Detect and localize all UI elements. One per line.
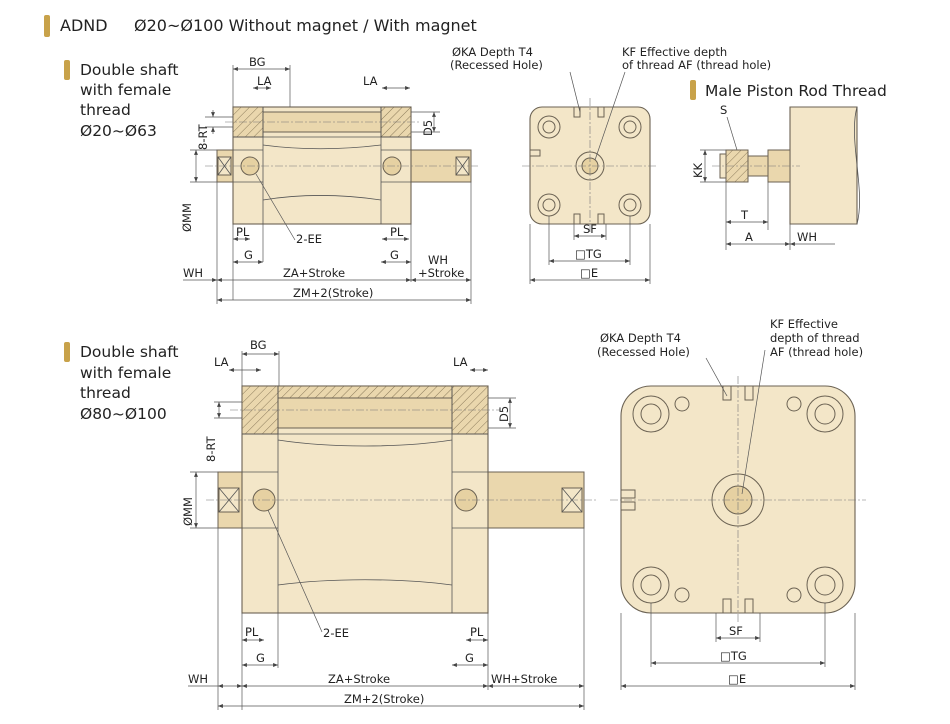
side-view-small [205, 106, 478, 225]
side-view-small-dims: BG LA LA D5 8-RT ØMM PL G PL G 2-EE [180, 55, 472, 304]
dim-g-right-large: G [465, 651, 474, 665]
end-view-large [610, 376, 866, 624]
header-marker-icon [44, 15, 50, 37]
male-thread-body [789, 106, 858, 225]
dim-sf-small: SF [583, 222, 597, 236]
dim-e-large: □E [728, 672, 746, 686]
dim-t: T [740, 208, 749, 222]
male-thread-marker-icon [690, 80, 696, 100]
dim-za-large: ZA+Stroke [328, 672, 390, 686]
kf-label-1: KF Effective depth [622, 45, 727, 59]
section1-line2: with female [80, 81, 171, 99]
dim-pl-left-large: PL [245, 625, 259, 639]
dim-zm-small: ZM+2(Stroke) [293, 286, 373, 300]
dim-la-right-large: LA [453, 355, 468, 369]
dim-wh-stroke-small: +Stroke [418, 266, 464, 280]
ka-label-1: ØKA Depth T4 [452, 45, 533, 59]
dim-s: S [720, 103, 727, 117]
ka-label-large-2: (Recessed Hole) [597, 345, 690, 359]
kf-label-large-2: depth of thread [770, 331, 860, 345]
dim-tg-small: □TG [575, 247, 602, 261]
end-view-small [522, 98, 658, 232]
dim-pl-right: PL [390, 225, 404, 239]
section1-line4: Ø20~Ø63 [80, 122, 157, 140]
dim-la-right: LA [363, 74, 378, 88]
dim-la-left: LA [257, 74, 272, 88]
dim-pl-right-large: PL [470, 625, 484, 639]
dim-wh-large: WH [188, 672, 208, 686]
dim-zm-large: ZM+2(Stroke) [344, 692, 424, 706]
section2-marker-icon [64, 342, 70, 362]
section2-line3: thread [80, 384, 131, 402]
dim-ee: 2-EE [296, 232, 322, 246]
dim-mm: ØMM [180, 203, 194, 232]
side-view-large [206, 385, 596, 614]
male-thread-dims: S KK T A WH [691, 103, 835, 250]
dim-wh-stroke-large: WH+Stroke [491, 672, 557, 686]
header-title: Ø20~Ø100 Without magnet / With magnet [134, 16, 477, 35]
dim-bg-large: BG [250, 338, 267, 352]
dim-pl-left: PL [236, 225, 250, 239]
dim-la-left-large: LA [214, 355, 229, 369]
dim-d5: D5 [421, 120, 435, 136]
section2-line1: Double shaft [80, 343, 179, 361]
dim-g-right: G [390, 248, 399, 262]
dim-wh-left: WH [183, 266, 203, 280]
dim-wh-thread: WH [797, 230, 817, 244]
dim-a: A [745, 230, 753, 244]
dim-bg: BG [249, 55, 266, 69]
dim-za: ZA+Stroke [283, 266, 345, 280]
dim-tg-large: □TG [720, 649, 747, 663]
dim-g-left-large: G [256, 651, 265, 665]
kf-label-2: of thread AF (thread hole) [622, 58, 771, 72]
kf-label-large-1: KF Effective [770, 317, 838, 331]
kf-label-large-3: AF (thread hole) [770, 345, 863, 359]
dim-g-left: G [244, 248, 253, 262]
male-thread-detail [712, 106, 860, 225]
dim-d5-large: D5 [497, 406, 511, 422]
dim-ee-large: 2-EE [323, 626, 349, 640]
male-thread-title: Male Piston Rod Thread [705, 82, 887, 100]
side-view-large-dims: BG LA LA D5 8-RT ØMM PL G PL G 2-EE [181, 338, 585, 710]
dim-mm-large: ØMM [181, 497, 195, 526]
dim-e-small: □E [580, 266, 598, 280]
dim-sf-large: SF [729, 624, 743, 638]
end-view-small-dims: ØKA Depth T4 (Recessed Hole) KF Effectiv… [450, 45, 771, 284]
section1-line1: Double shaft [80, 61, 179, 79]
ka-label-large-1: ØKA Depth T4 [600, 331, 681, 345]
section2-line4: Ø80~Ø100 [80, 405, 167, 423]
section1-line3: thread [80, 101, 131, 119]
end-view-large-dims: ØKA Depth T4 (Recessed Hole) KF Effectiv… [597, 317, 863, 690]
dim-wh-top: WH [428, 253, 448, 267]
dim-kk: KK [691, 162, 705, 178]
header-brand: ADND [60, 16, 108, 35]
dim-rt-large: 8-RT [204, 435, 218, 462]
section1-marker-icon [64, 60, 70, 80]
dim-rt: 8-RT [196, 123, 210, 150]
section2-line2: with female [80, 364, 171, 382]
ka-label-2: (Recessed Hole) [450, 58, 543, 72]
